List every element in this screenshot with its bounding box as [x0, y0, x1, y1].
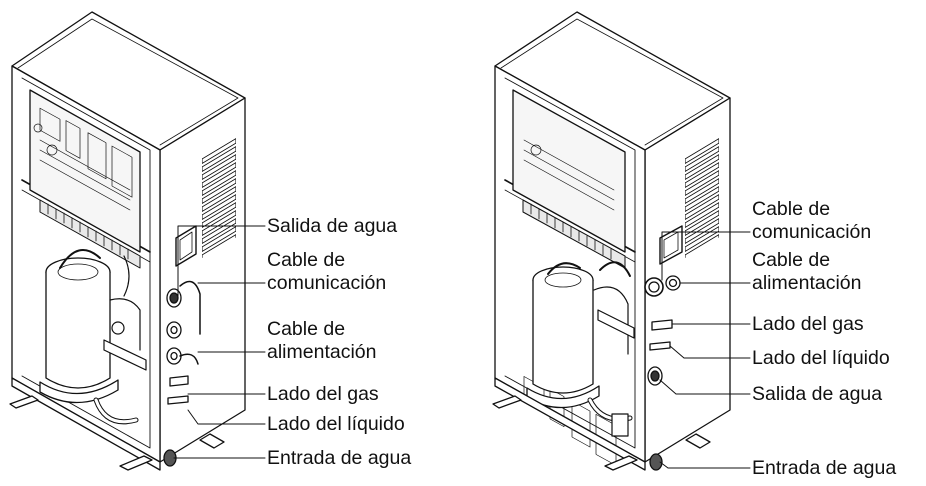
left-piping	[93, 255, 147, 425]
right-control-box	[512, 89, 626, 253]
left-leader-lines	[173, 225, 266, 459]
left-ports	[163, 288, 189, 467]
left-label-lado-del-gas: Lado del gas	[267, 383, 379, 405]
right-label-lado-del-gas: Lado del gas	[752, 313, 864, 335]
right-compressor	[526, 262, 600, 409]
left-label-lado-del-liquido: Lado del líquido	[267, 413, 405, 435]
right-louver-grille	[685, 137, 719, 258]
left-label-cable-comunicacion-line2: comunicación	[267, 272, 387, 294]
left-label-entrada-de-agua: Entrada de agua	[267, 447, 412, 469]
right-label-cable-alimentacion-line1: Cable de	[752, 249, 831, 271]
left-terminal-strip	[39, 199, 141, 269]
left-base	[11, 377, 161, 471]
right-piping	[587, 261, 635, 437]
left-control-box	[29, 89, 141, 253]
left-label-cable-alimentacion-line2: alimentación	[267, 341, 377, 363]
right-label-salida-de-agua: Salida de agua	[752, 383, 883, 405]
right-label-cable-comunicacion-line2: comunicación	[752, 221, 872, 243]
right-base	[494, 377, 646, 471]
left-label-cable-alimentacion-line1: Cable de	[267, 318, 346, 340]
left-compressor	[39, 249, 119, 404]
left-unit-drawing	[9, 11, 246, 471]
right-label-entrada-de-agua: Entrada de agua	[752, 457, 897, 479]
left-label-salida-de-agua: Salida de agua	[267, 215, 398, 237]
right-label-cable-alimentacion-line2: alimentación	[752, 272, 862, 294]
right-label-cable-comunicacion-line1: Cable de	[752, 198, 831, 220]
right-label-lado-del-liquido: Lado del líquido	[752, 347, 890, 369]
right-unit-drawing	[492, 11, 731, 471]
right-leader-lines	[659, 231, 751, 469]
left-louver-grille	[202, 137, 236, 258]
left-label-cable-comunicacion-line1: Cable de	[267, 249, 346, 271]
right-ports	[644, 275, 681, 471]
